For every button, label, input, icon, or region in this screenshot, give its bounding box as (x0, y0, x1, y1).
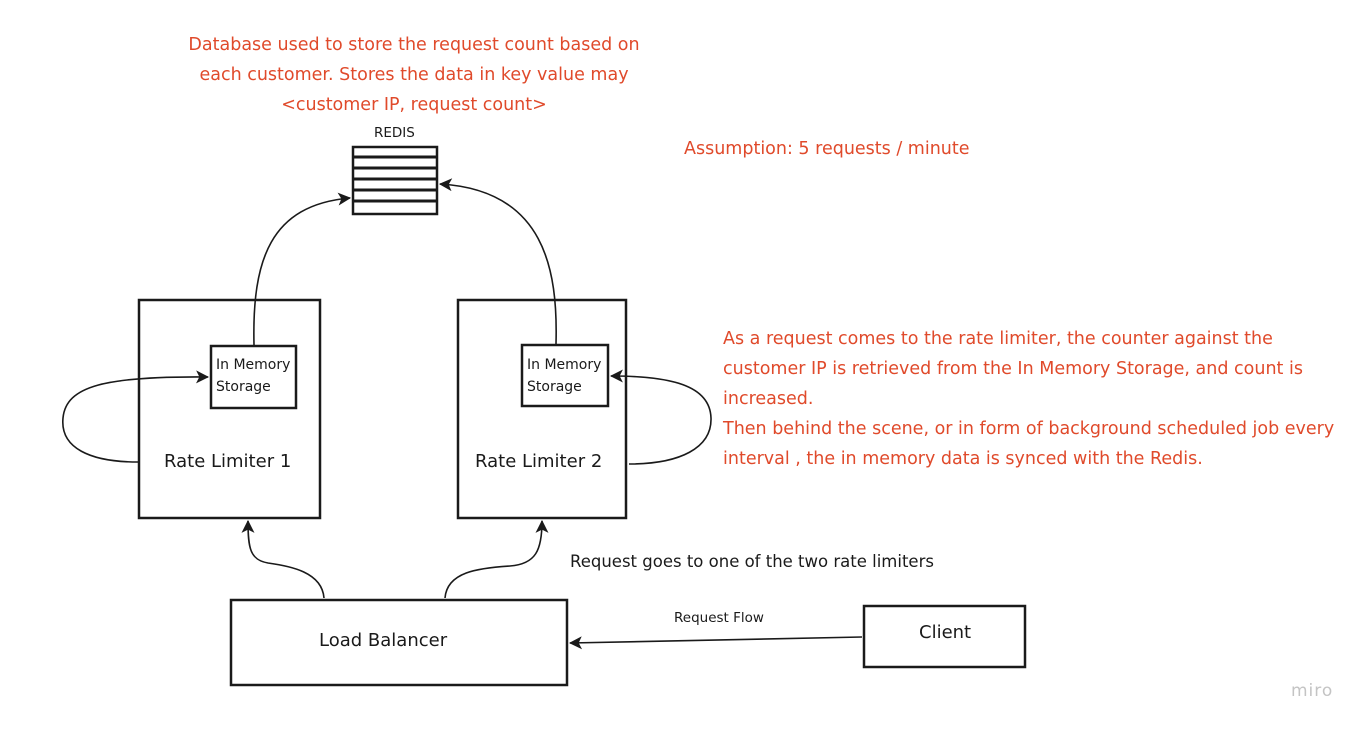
rate-limiter-1-label: Rate Limiter 1 (164, 451, 292, 472)
edge-balancer-to-limiter-1[interactable] (241, 519, 325, 599)
flow-note-paragraph: Then behind the scene, or in form of bac… (723, 419, 1335, 469)
routing-label: Request goes to one of the two rate limi… (570, 552, 934, 571)
client-box[interactable] (862, 604, 1027, 669)
storage-label-line: Storage (216, 379, 271, 395)
redis-database-icon[interactable] (351, 145, 439, 216)
database-note-line: <customer IP, request count> (281, 95, 547, 115)
edge-storage-2-to-redis[interactable] (438, 178, 557, 345)
edge-balancer-to-limiter-2[interactable] (444, 519, 549, 599)
storage-label-line: In Memory (527, 357, 602, 373)
rate-limiter-2-storage-box[interactable] (520, 343, 610, 408)
rate-limiter-2-storage-label: In Memory Storage (527, 354, 601, 398)
assumption-note: Assumption: 5 requests / minute (684, 139, 970, 159)
rate-limiter-2-label: Rate Limiter 2 (475, 451, 603, 472)
rate-limiter-1-storage-label: In Memory Storage (216, 354, 290, 398)
edge-limiter-2-loop[interactable] (609, 369, 712, 465)
request-flow-label: Request Flow (674, 610, 764, 626)
flow-note-paragraph: As a request comes to the rate limiter, … (723, 329, 1303, 409)
edge-storage-1-to-redis[interactable] (253, 192, 352, 346)
miro-watermark: miro (1291, 681, 1334, 701)
rate-limiter-2-box[interactable] (456, 298, 628, 520)
database-note: Database used to store the request count… (150, 30, 678, 120)
load-balancer-box[interactable] (229, 598, 569, 687)
rate-limiter-1-storage-box[interactable] (209, 344, 298, 410)
storage-label-line: In Memory (216, 357, 291, 373)
redis-label: REDIS (374, 125, 415, 141)
database-note-line: Database used to store the request count… (188, 35, 640, 55)
edge-limiter-1-loop[interactable] (62, 370, 210, 463)
client-label: Client (919, 622, 972, 643)
load-balancer-label: Load Balancer (319, 630, 448, 651)
storage-label-line: Storage (527, 379, 582, 395)
database-note-line: each customer. Stores the data in key va… (199, 65, 629, 85)
flow-note: As a request comes to the rate limiter, … (723, 324, 1348, 474)
edge-client-to-balancer[interactable] (568, 636, 863, 650)
